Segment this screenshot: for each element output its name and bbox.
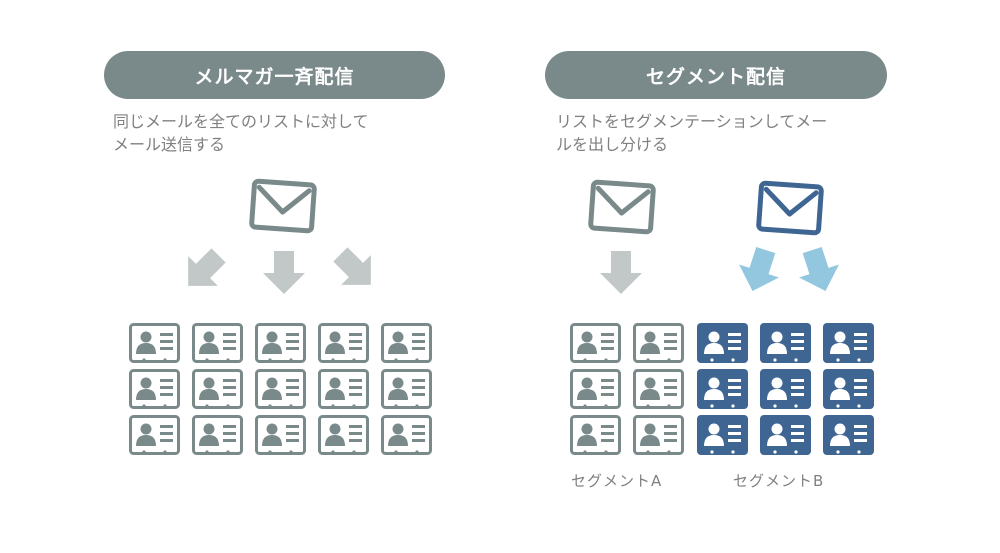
contact-card-icon bbox=[192, 369, 243, 409]
contact-card-icon bbox=[381, 323, 432, 363]
contact-card-icon bbox=[192, 415, 243, 455]
contact-card-icon bbox=[823, 415, 874, 455]
right-description: リストをセグメンテーションしてメー ルを出し分ける bbox=[556, 112, 828, 154]
contact-card-icon bbox=[697, 369, 748, 409]
contact-card-icon bbox=[318, 415, 369, 455]
contact-card-icon bbox=[381, 415, 432, 455]
contact-card-icon bbox=[633, 369, 684, 409]
contact-card-icon bbox=[760, 415, 811, 455]
contact-card-icon bbox=[255, 369, 306, 409]
contact-card-icon bbox=[697, 323, 748, 363]
left-title-pill: メルマガ一斉配信 bbox=[104, 51, 445, 99]
contact-card-icon bbox=[823, 369, 874, 409]
contact-card-icon bbox=[381, 369, 432, 409]
left-title: メルマガ一斉配信 bbox=[194, 65, 355, 88]
right-panel: セグメント配信 リストをセグメンテーションしてメー ルを出し分ける セグメントA… bbox=[500, 0, 1000, 553]
contact-card-icon bbox=[697, 415, 748, 455]
contact-card-icon bbox=[760, 323, 811, 363]
left-description: 同じメールを全てのリストに対して メール送信する bbox=[113, 112, 369, 154]
contact-card-icon bbox=[255, 415, 306, 455]
arrow-down-right-icon bbox=[333, 247, 371, 285]
contact-card-icon bbox=[192, 323, 243, 363]
envelope-icon bbox=[756, 180, 824, 236]
contact-card-icon bbox=[129, 415, 180, 455]
arrow-down-icon bbox=[600, 251, 642, 294]
contact-card-icon bbox=[570, 415, 621, 455]
contact-card-icon bbox=[570, 369, 621, 409]
arrow-down-icon bbox=[799, 246, 839, 291]
contact-card-icon bbox=[129, 323, 180, 363]
right-title-pill: セグメント配信 bbox=[545, 51, 887, 99]
right-title: セグメント配信 bbox=[645, 65, 786, 88]
contact-card-icon bbox=[823, 323, 874, 363]
arrow-down-icon bbox=[739, 246, 779, 291]
arrow-down-left-icon bbox=[188, 248, 226, 286]
contact-card-icon bbox=[255, 323, 306, 363]
segment-b-label: セグメントB bbox=[733, 472, 825, 490]
contact-card-icon bbox=[318, 323, 369, 363]
envelope-icon bbox=[249, 178, 317, 234]
contact-card-icon bbox=[633, 415, 684, 455]
contact-card-icon bbox=[318, 369, 369, 409]
contact-card-icon bbox=[570, 323, 621, 363]
contact-card-icon bbox=[633, 323, 684, 363]
arrow-down-icon bbox=[263, 251, 305, 294]
segment-a-label: セグメントA bbox=[571, 472, 663, 490]
contact-card-icon bbox=[760, 369, 811, 409]
envelope-icon bbox=[588, 179, 656, 235]
left-panel: メルマガ一斉配信 同じメールを全てのリストに対して メール送信する bbox=[104, 51, 445, 154]
contact-card-icon bbox=[129, 369, 180, 409]
